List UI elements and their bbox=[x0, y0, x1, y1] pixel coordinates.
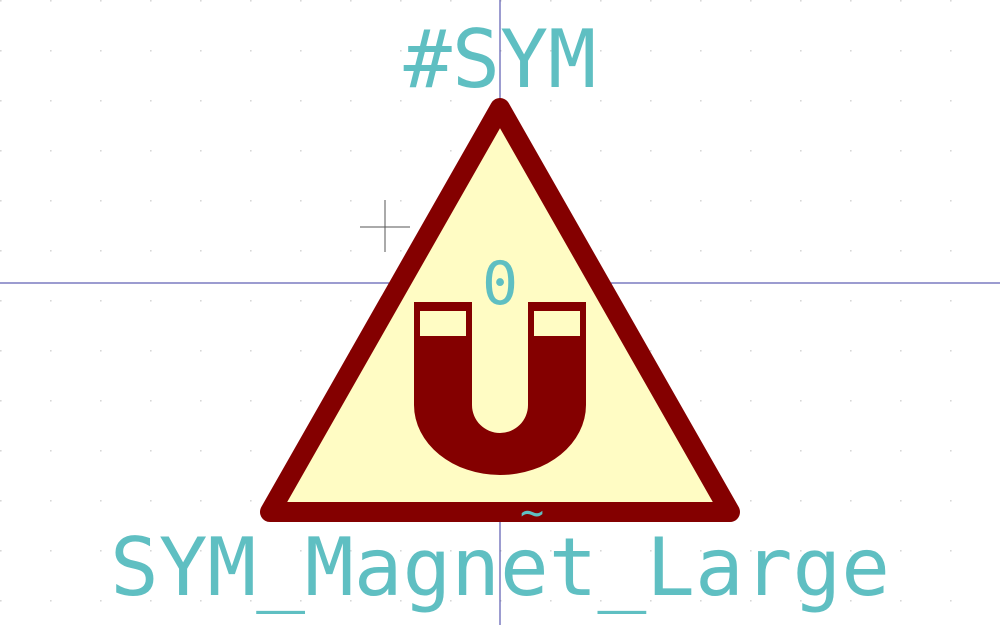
horseshoe-magnet-icon[interactable] bbox=[414, 302, 586, 475]
magnet-right-tip bbox=[534, 311, 580, 336]
magnet-left-tip bbox=[420, 311, 466, 336]
pin-number-label[interactable]: 0 bbox=[482, 249, 518, 319]
crosshair-cursor-icon bbox=[360, 200, 410, 252]
pin-name-label[interactable]: ~ bbox=[520, 490, 544, 536]
reference-field[interactable]: #SYM bbox=[404, 13, 597, 106]
warning-triangle-icon[interactable] bbox=[260, 98, 740, 522]
value-field[interactable]: SYM_Magnet_Large bbox=[110, 521, 890, 614]
